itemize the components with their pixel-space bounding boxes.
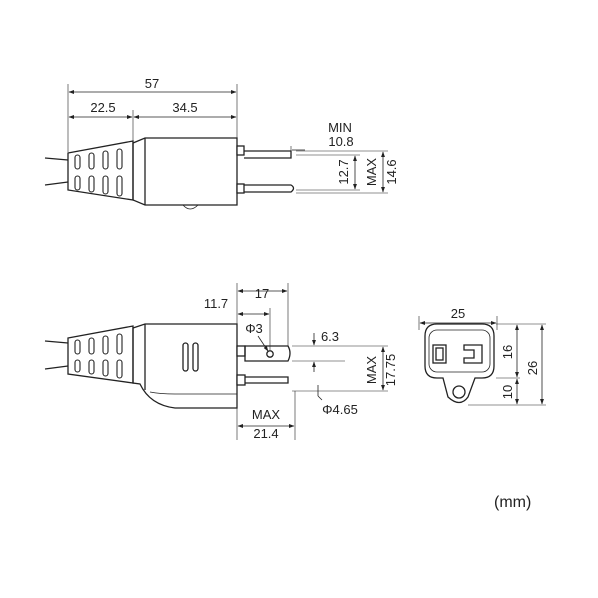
strain-relief — [67, 140, 134, 201]
relief-ribs-side — [74, 333, 123, 379]
dim-6-3-label: 6.3 — [321, 329, 339, 344]
prong-bottom — [244, 184, 295, 193]
plug-notch — [182, 204, 199, 210]
dim-17-label: 17 — [255, 286, 269, 301]
dim-21-4-label: 21.4 — [253, 426, 278, 441]
units-label: (mm) — [494, 494, 532, 511]
dim-34-5-label: 34.5 — [172, 100, 197, 115]
prong-top-side — [244, 345, 291, 362]
grip-slot-right — [192, 342, 199, 372]
ground-prong — [245, 376, 289, 384]
receptacle-view: 25 16 10 26 — [418, 306, 546, 406]
grip-slot-left — [182, 342, 189, 372]
max-label-top: MAX — [364, 158, 379, 187]
phi-4-65-label: Φ4.65 — [322, 402, 358, 417]
ground-hole — [452, 385, 466, 399]
dim-10-label: 10 — [500, 385, 515, 399]
cable-line-bottom — [44, 181, 69, 186]
top-view: 57 22.5 34.5 MIN 10.8 12.7 MAX 14.6 — [44, 76, 399, 210]
max-label-side: MAX — [364, 356, 379, 385]
dim-14-6-label: 14.6 — [384, 159, 399, 184]
dim-12-7-label: 12.7 — [336, 159, 351, 184]
dim-16-label: 16 — [500, 345, 515, 359]
cable-line-top — [44, 157, 69, 161]
dim-11-7-label: 11.7 — [204, 296, 228, 311]
dim-17-75-label: 17.75 — [383, 354, 398, 387]
relief-ribs — [74, 148, 123, 197]
dim-57-label: 57 — [145, 76, 159, 91]
prong-hole — [266, 350, 274, 358]
max-label-bottom: MAX — [252, 407, 281, 422]
min-label: MIN — [328, 120, 352, 135]
dim-26-label: 26 — [525, 361, 540, 375]
plug-body — [132, 137, 238, 206]
dim-25-label: 25 — [451, 306, 465, 321]
side-view: 17 11.7 Φ3 6.3 MAX 17.75 Φ4.65 MAX 21.4 — [44, 283, 398, 441]
prong-top — [244, 150, 292, 159]
receptacle-slot-right — [463, 344, 483, 364]
dim-10-8-label: 10.8 — [328, 134, 353, 149]
dim-22-5-label: 22.5 — [90, 100, 115, 115]
phi-3-label: Φ3 — [245, 321, 263, 336]
